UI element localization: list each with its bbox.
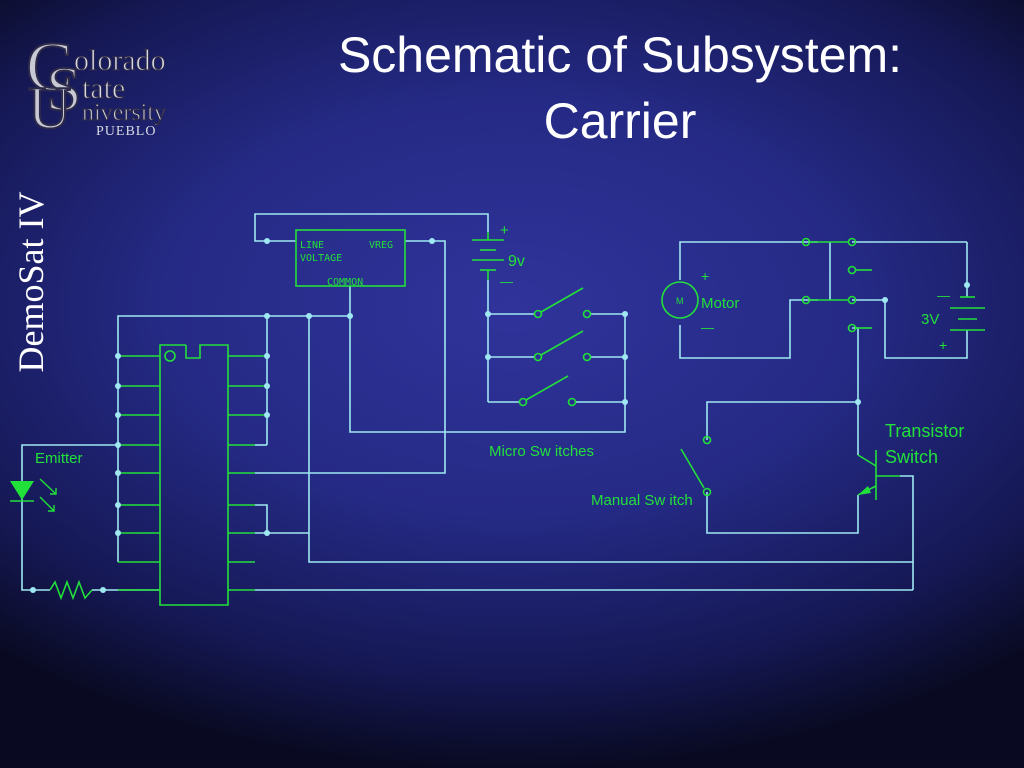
vreg-voltage-label: VOLTAGE xyxy=(300,253,342,264)
motor-plus: + xyxy=(701,268,709,284)
wire-vreg-out xyxy=(255,240,446,474)
logo-letter-u: U xyxy=(28,75,71,141)
slide-title-line1: Schematic of Subsystem: xyxy=(337,27,903,83)
micro-switches-label: Micro Sw itches xyxy=(489,443,594,460)
wire-ic-right-6 xyxy=(255,504,268,533)
junction-dots xyxy=(30,238,970,593)
logo-word-university: niversity xyxy=(82,100,166,126)
vreg-out-label: VREG xyxy=(369,240,393,251)
led-triangle xyxy=(10,481,34,500)
battery-9v-label: 9v xyxy=(508,253,525,270)
logo-word-state: tate xyxy=(82,72,125,105)
wire-motor-bottom xyxy=(679,299,818,359)
logo-word-pueblo: PUEBLO xyxy=(96,124,156,139)
battery-9v-plus: + xyxy=(500,222,509,239)
wire-top-loop xyxy=(254,213,489,242)
led-rays xyxy=(39,478,57,512)
emitter-label: Emitter xyxy=(35,450,83,467)
wire-dpdt-out xyxy=(852,299,968,359)
micro-switches xyxy=(518,287,592,407)
chip-body xyxy=(159,344,229,606)
manual-switch xyxy=(680,435,712,497)
chip-right-pins xyxy=(228,355,267,591)
dpdt-switch xyxy=(801,237,872,333)
slide-title-line2: Carrier xyxy=(543,93,697,149)
battery-9v xyxy=(472,232,504,280)
wire-ms-return xyxy=(349,286,626,433)
vreg-line-label: LINE xyxy=(300,240,324,251)
manual-switch-label: Manual Sw itch xyxy=(591,492,693,509)
battery-3v-minus: — xyxy=(937,288,950,303)
wires xyxy=(21,213,968,591)
microcontroller-chip xyxy=(118,344,267,606)
chip-pin1-marker xyxy=(164,350,176,362)
transistor xyxy=(857,450,900,500)
transistor-label-line1: Transistor xyxy=(885,421,964,441)
wire-motor-top xyxy=(679,241,818,280)
motor-circle xyxy=(661,281,699,319)
battery-9v-minus: — xyxy=(500,274,513,289)
motor-label: Motor xyxy=(701,295,739,312)
battery-3v-plus: + xyxy=(939,337,947,353)
logo-letter-c: C xyxy=(26,29,73,106)
slide-title: Schematic of Subsystem: Carrier xyxy=(280,22,960,154)
motor-minus: — xyxy=(701,320,714,335)
wire-manual-top xyxy=(706,401,859,455)
csu-pueblo-logo: C S U olorado tate niversity PUEBLO xyxy=(26,28,167,142)
motor: M xyxy=(661,281,699,319)
motor-symbol: M xyxy=(676,296,684,306)
wire-bus-long xyxy=(308,316,914,563)
voltage-regulator: LINE VOLTAGE VREG COMMON xyxy=(295,229,406,288)
vreg-common-label: COMMON xyxy=(327,277,363,288)
wire-manual-bottom xyxy=(706,492,859,534)
wire-bus xyxy=(117,315,350,356)
logo-letter-s: S xyxy=(46,53,82,124)
battery-3v xyxy=(950,296,985,331)
transistor-label-line2: Switch xyxy=(885,447,938,467)
led-emitter xyxy=(10,478,57,512)
battery-3v-label: 3V xyxy=(921,311,939,328)
logo-word-colorado: olorado xyxy=(74,44,166,77)
chip-left-pins xyxy=(118,355,160,591)
vreg-box xyxy=(295,229,406,287)
wire-dpdt-to-transistor xyxy=(852,327,859,400)
resistor xyxy=(49,579,93,601)
